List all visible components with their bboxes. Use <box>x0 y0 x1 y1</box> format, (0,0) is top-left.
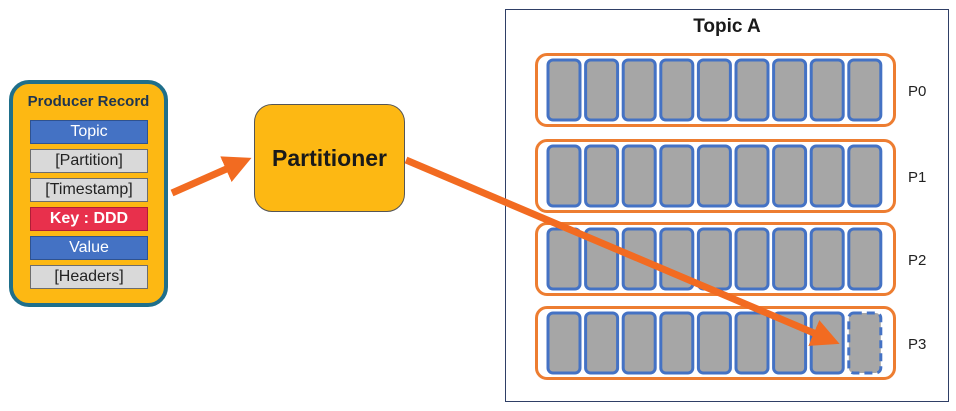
message-p2-5 <box>734 227 770 291</box>
field-timestamp: [Timestamp] <box>30 178 148 202</box>
message-p3-0 <box>546 311 582 375</box>
message-p1-5 <box>734 144 770 208</box>
partitioner-box: Partitioner <box>254 104 405 212</box>
message-p2-0 <box>546 227 582 291</box>
message-p0-0 <box>546 58 582 122</box>
message-p3-5 <box>734 311 770 375</box>
message-p3-7 <box>809 311 845 375</box>
message-p1-4 <box>696 144 732 208</box>
field-partition: [Partition] <box>30 149 148 173</box>
partition-p3 <box>535 306 896 380</box>
message-p2-6 <box>772 227 808 291</box>
field-headers: [Headers] <box>30 265 148 289</box>
message-p1-8 <box>847 144 883 208</box>
producer-record-title: Producer Record <box>27 93 150 110</box>
message-p3-3 <box>659 311 695 375</box>
message-p0-7 <box>809 58 845 122</box>
message-p0-5 <box>734 58 770 122</box>
message-p0-8 <box>847 58 883 122</box>
producer-record: Producer Record Topic [Partition] [Times… <box>9 80 168 307</box>
message-p0-1 <box>584 58 620 122</box>
message-p3-4 <box>696 311 732 375</box>
partition-label-p2: P2 <box>908 252 927 269</box>
partition-p0 <box>535 53 896 127</box>
partition-label-p1: P1 <box>908 169 927 186</box>
message-p1-1 <box>584 144 620 208</box>
message-new-p3 <box>847 311 883 375</box>
topic-title: Topic A <box>693 16 761 37</box>
message-p3-1 <box>584 311 620 375</box>
arrow-record-to-partitioner <box>170 156 252 197</box>
message-p1-7 <box>809 144 845 208</box>
field-topic: Topic <box>30 120 148 144</box>
message-p1-0 <box>546 144 582 208</box>
message-p3-2 <box>621 311 657 375</box>
message-p2-8 <box>847 227 883 291</box>
message-p1-6 <box>772 144 808 208</box>
partition-label-p0: P0 <box>908 83 927 100</box>
arrow-partitioner-to-p3 <box>404 156 840 346</box>
message-p0-4 <box>696 58 732 122</box>
partitioner-label: Partitioner <box>271 144 388 171</box>
message-p0-2 <box>621 58 657 122</box>
message-p2-7 <box>809 227 845 291</box>
partition-p1 <box>535 139 896 213</box>
partition-label-p3: P3 <box>908 336 927 353</box>
field-key: Key : DDD <box>30 207 148 231</box>
message-p0-6 <box>772 58 808 122</box>
field-value: Value <box>30 236 148 260</box>
message-p0-3 <box>659 58 695 122</box>
message-p1-2 <box>621 144 657 208</box>
message-p1-3 <box>659 144 695 208</box>
message-p2-4 <box>696 227 732 291</box>
